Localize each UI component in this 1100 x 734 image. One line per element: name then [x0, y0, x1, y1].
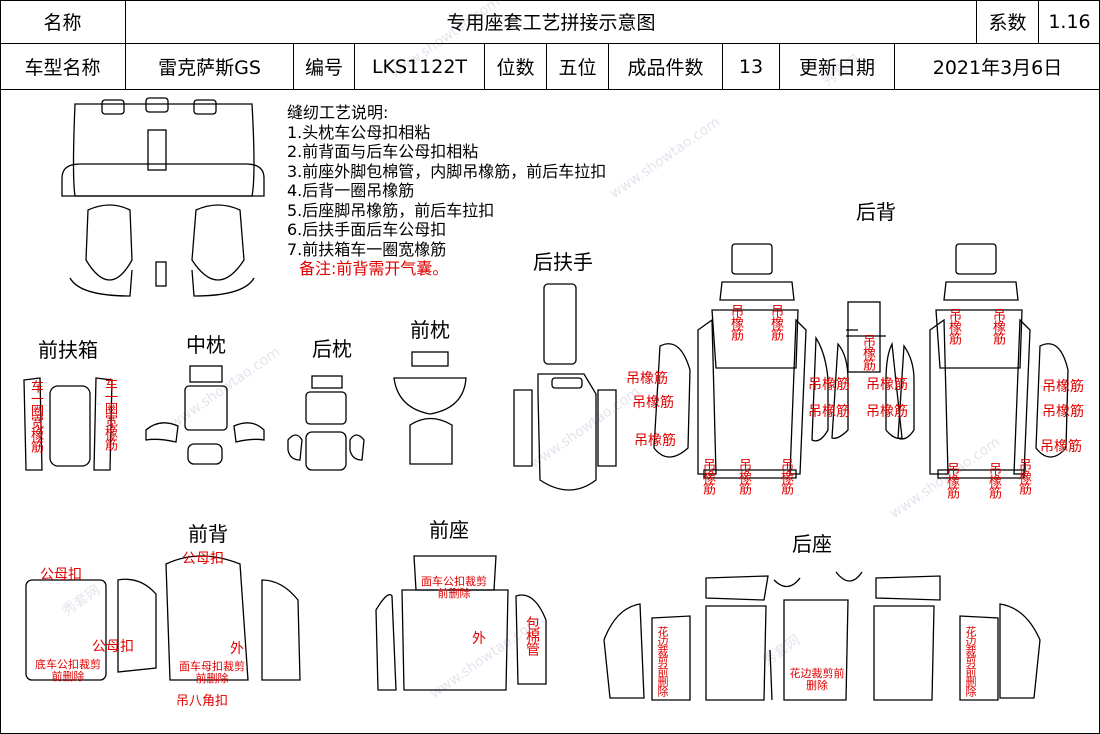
annotation-hang-elastic: 吊橡筋 — [1040, 439, 1082, 455]
header-row-1: 名称 专用座套工艺拼接示意图 系数 1.16 — [0, 0, 1100, 44]
front-headrest-pattern — [393, 351, 467, 465]
annotation-lace-trim-cut: 花边裁剪前删除 — [656, 626, 669, 696]
annotation-snap-buttons: 公母扣 — [182, 551, 224, 567]
rear-back-mid-pattern — [831, 301, 915, 440]
annotation-face-snap-cut: 面车母扣裁剪前删除 — [179, 660, 245, 685]
annotation-hang-elastic: 吊橡筋 — [946, 308, 961, 344]
pieces-label: 成品件数 — [609, 44, 723, 89]
date-value: 2021年3月6日 — [932, 57, 1063, 79]
front-console-pattern — [23, 377, 113, 471]
seat-overview-diagram — [61, 97, 265, 297]
annotation-hang-elastic: 吊橡筋 — [768, 304, 783, 340]
code-value: LKS1122T — [355, 44, 485, 89]
code-label: 编号 — [294, 44, 355, 89]
rear-seat-pattern — [603, 571, 1041, 701]
rear-armrest-pattern — [513, 283, 617, 491]
coef-value: 1.16 — [1048, 10, 1091, 33]
note-item: 4.后背一圈吊橡筋 — [287, 181, 415, 200]
annotation-face-snap-cut: 面车公扣裁剪前删除 — [421, 575, 487, 600]
annotation-hang-elastic: 吊橡筋 — [700, 458, 715, 494]
notes-title: 缝纫工艺说明: — [287, 103, 389, 122]
seats-value: 五位 — [547, 44, 609, 89]
annotation-bottom-snap-cut: 底车公扣裁剪前删除 — [35, 658, 101, 683]
annotation-hang-elastic: 吊橡筋 — [986, 462, 1001, 498]
annotation-hang-elastic: 吊橡筋 — [626, 371, 668, 387]
annotation-outer: 外 — [230, 641, 244, 657]
annotation-hang-elastic: 吊橡筋 — [990, 308, 1005, 344]
annotation-snap-buttons: 公母扣 — [92, 639, 134, 655]
annotation-hang-elastic: 吊橡筋 — [1016, 458, 1031, 494]
annotation-hang-elastic: 吊橡筋 — [866, 404, 908, 420]
coef-label: 系数 — [977, 0, 1039, 43]
rear-back-left-pattern — [653, 243, 829, 479]
rear-back-right-pattern — [929, 243, 1069, 479]
section-title-mid-headrest: 中枕 — [186, 333, 226, 357]
mid-headrest-pattern — [145, 365, 265, 465]
annotation-hang-elastic: 吊橡筋 — [860, 334, 875, 370]
note-item: 5.后座脚吊橡筋，前后车拉扣 — [287, 200, 495, 220]
name-label: 名称 — [0, 0, 126, 43]
note-item: 7.前扶箱车一圈宽橡筋 — [287, 239, 447, 259]
note-item: 2.前背面与后车公母扣相粘 — [287, 142, 479, 161]
date-label: 更新日期 — [780, 44, 895, 89]
annotation-hang-elastic: 吊橡筋 — [728, 304, 743, 340]
notes-remark: 备注:前背需开气囊。 — [299, 259, 449, 278]
section-title-front-back: 前背 — [188, 522, 228, 546]
front-back-pattern — [25, 555, 301, 681]
note-item: 6.后扶手面后车公母扣 — [287, 220, 447, 239]
section-title-front-seat: 前座 — [429, 518, 469, 542]
note-item: 1.头枕车公母扣相粘 — [287, 122, 431, 142]
annotation-hang-elastic: 吊橡筋 — [1042, 404, 1084, 420]
annotation-lace-trim-cut: 花边裁剪前删除 — [964, 626, 977, 696]
model-value: 雷克萨斯GS — [126, 44, 294, 89]
section-title-rear-armrest: 后扶手 — [533, 250, 593, 274]
annotation-hang-elastic: 吊橡筋 — [632, 395, 674, 411]
annotation-hang-elastic: 吊橡筋 — [778, 458, 793, 494]
annotation-cotton-tube: 包棉管 — [524, 616, 540, 655]
section-title-rear-headrest: 后枕 — [312, 337, 352, 361]
annotation-lace-trim-cut: 花边裁剪前删除 — [789, 667, 845, 692]
header-row-2: 车型名称 雷克萨斯GS 编号 LKS1122T 位数 五位 成品件数 13 更新… — [0, 44, 1100, 90]
annotation-eight-corner-snap: 吊八角扣 — [176, 694, 229, 709]
annotation-hang-elastic: 吊橡筋 — [808, 404, 850, 420]
section-title-front-console: 前扶箱 — [38, 338, 98, 362]
annotation-hang-elastic: 吊橡筋 — [944, 462, 959, 498]
annotation-hang-elastic: 吊橡筋 — [808, 377, 850, 393]
section-title-rear-seat: 后座 — [792, 532, 832, 556]
annotation-wide-elastic: 车一圈宽橡筋 — [28, 380, 43, 452]
section-title-rear-back: 后背 — [856, 200, 896, 224]
annotation-snap-buttons: 公母扣 — [40, 567, 82, 583]
annotation-hang-elastic: 吊橡筋 — [1042, 379, 1084, 395]
note-item: 3.前座外脚包棉管，内脚吊橡筋，前后车拉扣 — [287, 161, 607, 181]
annotation-wide-elastic: 车一圈宽橡筋 — [102, 378, 117, 450]
annotation-outer: 外 — [472, 631, 486, 647]
sewing-notes: 缝纫工艺说明: 1.头枕车公母扣相粘 2.前背面与后车公母扣相粘 3.前座外脚包… — [287, 103, 606, 279]
annotation-hang-elastic: 吊橡筋 — [736, 458, 751, 494]
doc-title: 专用座套工艺拼接示意图 — [126, 0, 977, 43]
annotation-hang-elastic: 吊橡筋 — [634, 433, 676, 449]
model-label: 车型名称 — [0, 44, 126, 89]
seats-label: 位数 — [485, 44, 547, 89]
rear-headrest-pattern — [287, 375, 365, 471]
annotation-hang-elastic: 吊橡筋 — [866, 377, 908, 393]
section-title-front-headrest: 前枕 — [410, 318, 450, 342]
front-seat-pattern — [375, 555, 547, 691]
pieces-value: 13 — [723, 44, 780, 89]
